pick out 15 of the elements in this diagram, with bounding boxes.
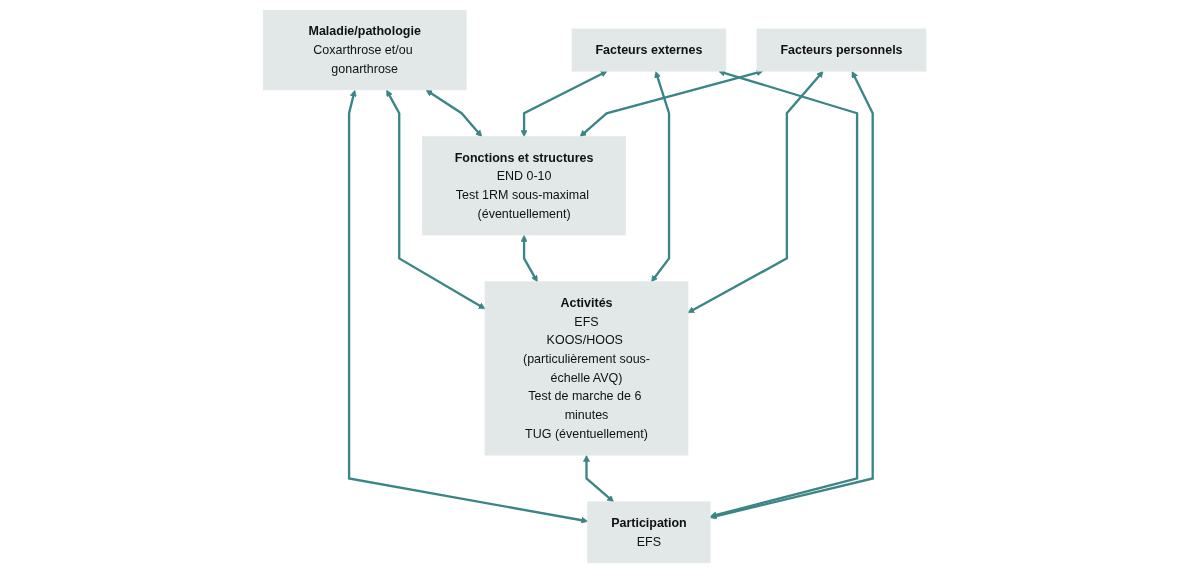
node-box: Facteurs externes bbox=[572, 28, 727, 72]
arrow bbox=[580, 69, 764, 137]
arrow bbox=[426, 89, 483, 137]
arrow bbox=[348, 89, 589, 524]
node-box: Activités EFS KOOS/HOOS (particulièrement sous-échelle AVQ) Test de marche de 6 minutes TUG (éventuellement) bbox=[485, 281, 689, 456]
arrow bbox=[651, 71, 671, 283]
arrow bbox=[521, 70, 608, 137]
arrow bbox=[583, 455, 615, 503]
node-box: Maladie/pathologie Coxarthrose et/ou gonarthrose bbox=[263, 9, 467, 91]
arrow bbox=[521, 235, 539, 283]
node-box: Participation EFS bbox=[587, 501, 711, 564]
node-box: Fonctions et structures END 0-10 Test 1RM sous-maximal (éventuellement) bbox=[422, 136, 627, 236]
node-box: Facteurs personnels bbox=[757, 28, 927, 72]
arrow bbox=[386, 89, 486, 310]
arrow bbox=[688, 71, 824, 314]
